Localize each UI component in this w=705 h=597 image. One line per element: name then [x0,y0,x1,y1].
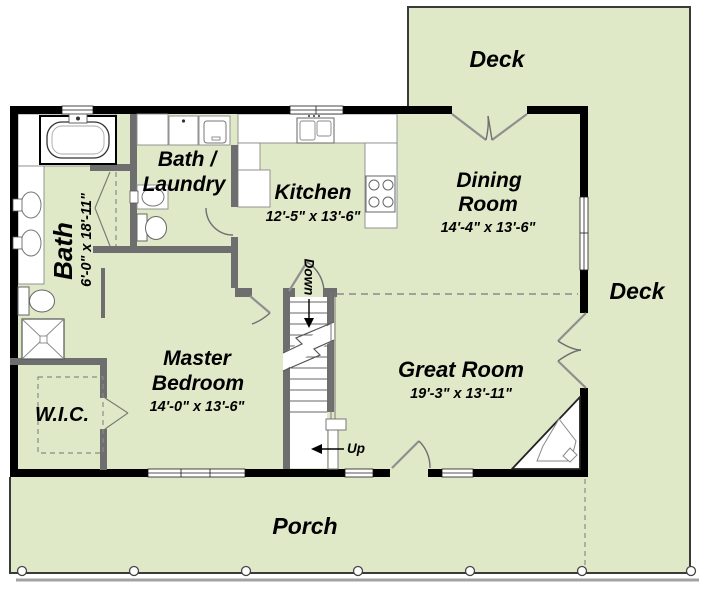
window-north-bath [61,105,94,115]
laundry-toilet [136,213,167,242]
label-bath-dims: 6'-0" x 18'-11" [79,192,95,287]
label-deck-right: Deck [610,278,666,304]
wall-wic-east-upper [100,365,107,398]
front-door [391,440,431,469]
bath-closet-bifold-doors [94,171,117,247]
window-south-greatroom-right [441,468,474,478]
window-north-kitchen [289,105,344,115]
bath-toilet [17,286,55,316]
porch-posts [16,565,697,577]
refrigerator [237,169,271,208]
window-south-greatroom-left [344,468,374,478]
label-wic: W.I.C. [35,404,89,426]
shower [21,318,65,360]
label-kitchen: Kitchen [274,181,351,204]
laundry-sink [129,184,169,210]
dryer [198,115,231,146]
deck-outline [407,6,691,573]
bath-laundry-door [205,207,234,236]
label-bath-laundry-1: Bath / [158,148,219,171]
label-master-dims: 14'-0" x 13'-6" [150,399,246,415]
master-bedroom-door [249,295,271,325]
wall-south [10,469,588,477]
porch-outline [9,477,690,574]
wall-wic-north [10,358,107,365]
label-up: Up [347,441,365,456]
stair-door [288,261,325,292]
stair-break-mask [283,322,334,371]
label-master-1: Master [163,347,233,370]
opening-dining-deck [452,106,527,114]
washer [168,115,199,146]
bath-vanity-counter [17,165,45,285]
label-kitchen-dims: 12'-5" x 13'-6" [266,209,362,225]
label-great-room-dims: 19'-3" x 13'-11" [410,386,513,402]
label-porch: Porch [272,513,337,539]
laundry-cabinet [136,113,169,146]
opening-front-door [390,469,428,477]
stove [365,175,396,213]
wall-west [10,106,18,477]
wic-shelving [37,376,104,454]
wall-toilet-nook [101,268,105,318]
bathtub [39,113,117,165]
label-dining-2: Room [458,193,518,216]
kitchen-counter-left [237,142,261,171]
label-deck-top: Deck [470,46,526,72]
top-deck-floor [408,7,690,110]
label-bath-laundry-2: Laundry [143,173,227,196]
french-door-dining [451,113,528,141]
window-east-dining [579,196,589,271]
stairs [282,292,347,470]
wall-kitchen-west-lower [231,237,238,288]
wic-door [104,397,129,430]
stair-newel [325,418,347,431]
wall-stair-west [283,292,290,469]
label-bath: Bath [48,222,78,280]
window-south-master [147,468,246,478]
wall-master-north [93,246,232,253]
label-master-2: Bedroom [152,372,244,395]
wall-bath-laundry-west [130,114,137,253]
label-dining-1: Dining [456,169,521,192]
french-door-greatroom [557,312,587,389]
wall-closet-top [90,164,137,171]
corner-fireplace [509,394,581,470]
label-dining-dims: 14'-4" x 13'-6" [441,220,537,236]
porch-floor [10,477,690,573]
label-down: Down [301,259,316,296]
label-great-room: Great Room [398,357,524,382]
bath-double-sinks [12,191,42,257]
wall-kitchen-west-upper [231,145,238,207]
opening-greatroom-deck [580,313,588,388]
wall-hall-jog [235,288,252,297]
kitchen-sink [296,115,335,144]
wall-east [580,106,588,477]
